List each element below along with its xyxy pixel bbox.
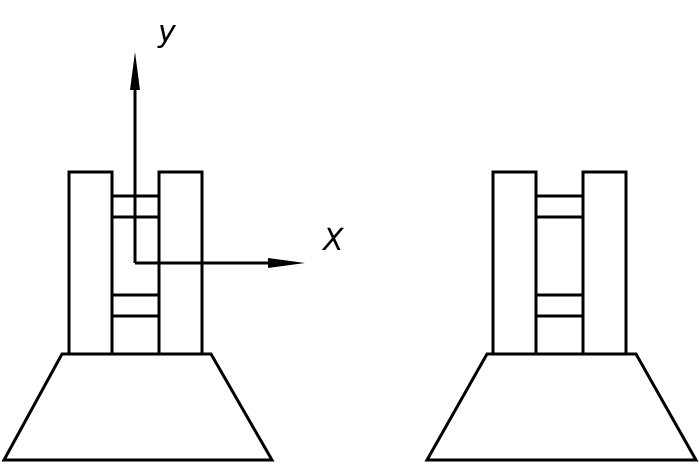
x-axis-arrowhead xyxy=(268,258,305,268)
left-assembly xyxy=(1,170,275,462)
left-column-a xyxy=(67,170,114,356)
coordinate-axes: y X xyxy=(130,15,345,268)
left-lower-spacer xyxy=(112,293,159,318)
right-base-trapezoid xyxy=(424,352,699,462)
left-base-trapezoid xyxy=(1,352,275,462)
right-upper-spacer xyxy=(536,194,583,219)
right-lower-spacer xyxy=(536,293,583,318)
y-axis-label: y xyxy=(157,15,177,50)
right-column-b xyxy=(581,170,628,356)
right-assembly xyxy=(424,170,699,462)
x-axis-label: X xyxy=(321,223,345,258)
y-axis-arrowhead xyxy=(130,52,140,90)
right-column-a xyxy=(491,170,538,356)
